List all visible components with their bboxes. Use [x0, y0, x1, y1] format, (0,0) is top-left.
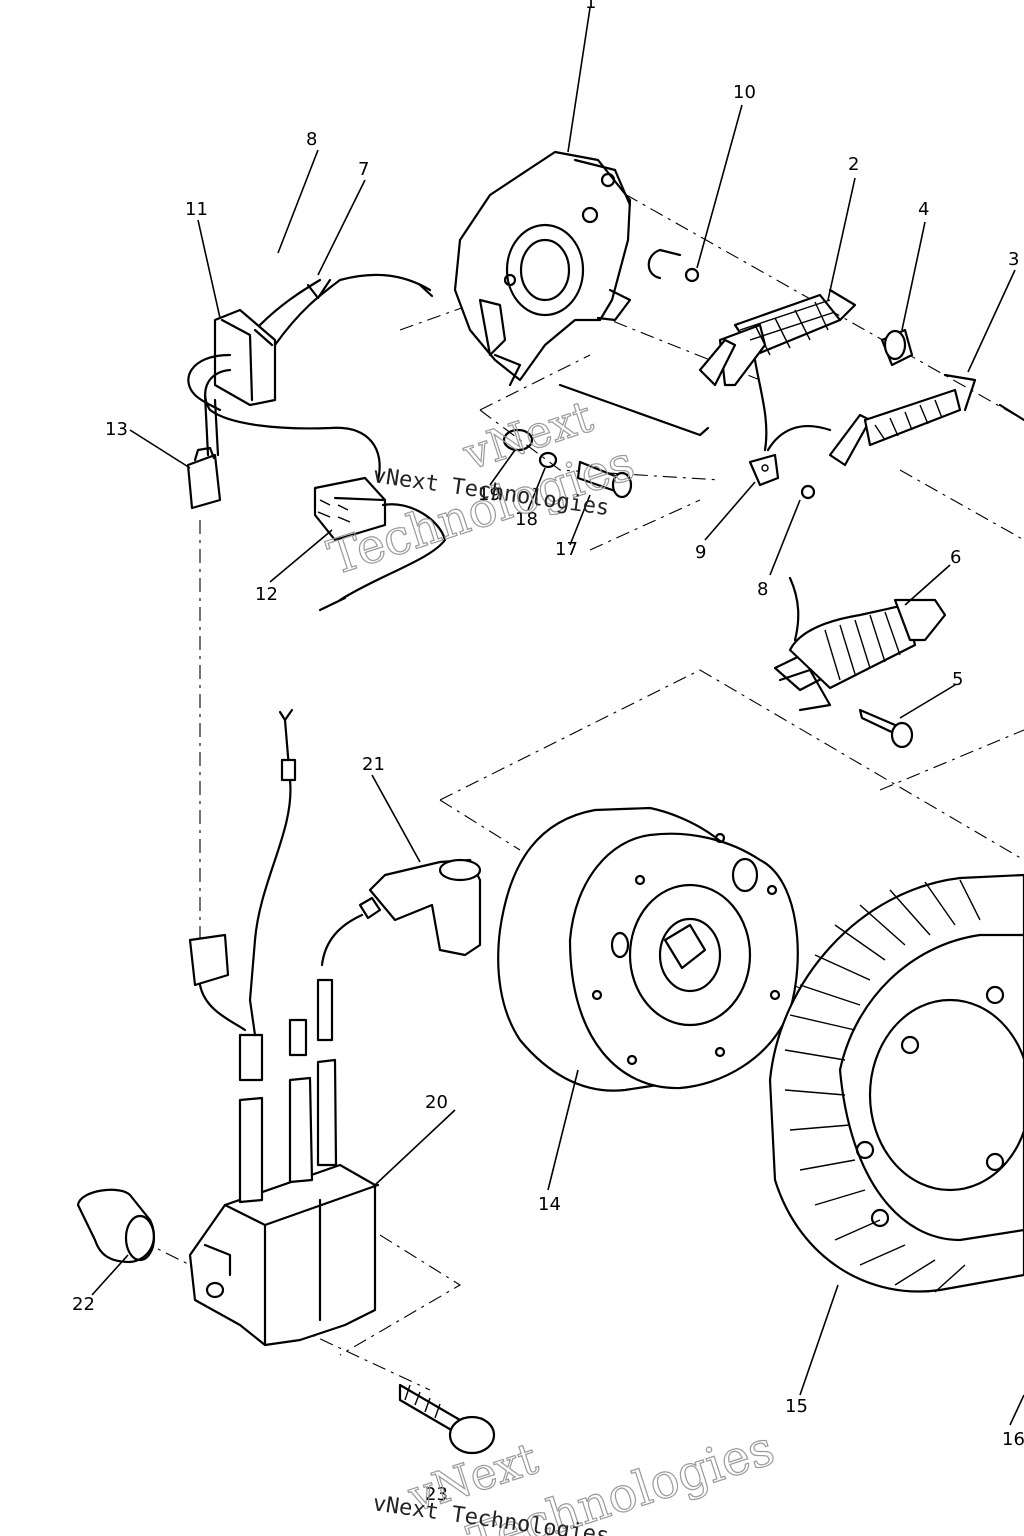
screw-part-5	[858, 708, 914, 749]
screw-part-8-right	[800, 484, 816, 500]
lighting-coil-part-6	[773, 576, 947, 712]
leader-lines	[91, 7, 1024, 1426]
callout-14: 14	[538, 1194, 561, 1215]
clip-part-10	[647, 248, 700, 283]
callout-3: 3	[1008, 249, 1019, 270]
cap-part-22	[76, 1188, 156, 1264]
plug-cap-part-21	[320, 858, 482, 967]
callout-8-top: 8	[306, 129, 317, 150]
coil-wire	[753, 358, 832, 452]
callout-8-bottom: 8	[757, 579, 768, 600]
callout-16: 16	[1002, 1429, 1024, 1450]
callout-21: 21	[362, 754, 385, 775]
wire-harness	[187, 273, 434, 482]
callout-22: 22	[72, 1294, 95, 1315]
callout-11: 11	[185, 199, 208, 220]
pulser-coil-part-3	[828, 373, 1024, 467]
bolt-part-23	[398, 1383, 496, 1455]
spacer-part-4	[880, 328, 914, 367]
callout-9: 9	[695, 542, 706, 563]
callout-5: 5	[952, 669, 963, 690]
callout-6: 6	[950, 547, 961, 568]
callout-2: 2	[848, 154, 859, 175]
bracket-part-9	[748, 453, 780, 487]
callout-15: 15	[785, 1396, 808, 1417]
flywheel-part-14	[497, 806, 799, 1092]
ignition-coil-part-20	[188, 978, 380, 1347]
callout-13: 13	[105, 419, 128, 440]
callout-23: 23	[425, 1484, 448, 1505]
callout-17: 17	[555, 539, 578, 560]
cooling-fan-part-15	[768, 873, 1024, 1293]
pin	[558, 383, 710, 437]
relay-part-12	[313, 476, 447, 612]
callout-7: 7	[358, 159, 369, 180]
callout-12: 12	[255, 584, 278, 605]
callout-1: 1	[585, 0, 596, 13]
stator-plate	[453, 150, 632, 387]
hardware-17-18-19	[502, 428, 633, 499]
callout-19: 19	[478, 484, 501, 505]
watermark-bottom: vNext Technologies vNext Technologies	[371, 1419, 781, 1536]
callout-20: 20	[425, 1092, 448, 1113]
callout-labels: 1 10 2 4 3 8 7 11 13 12 19 18 17 9 8 6 5…	[72, 0, 1024, 1505]
callout-18: 18	[515, 509, 538, 530]
cdi-unit-part-11	[213, 308, 277, 407]
connector-part-13	[186, 446, 222, 510]
ignition-wires	[188, 708, 297, 1037]
callout-10: 10	[733, 82, 756, 103]
exciter-coil-part-2	[698, 288, 857, 387]
callout-4: 4	[918, 199, 929, 220]
